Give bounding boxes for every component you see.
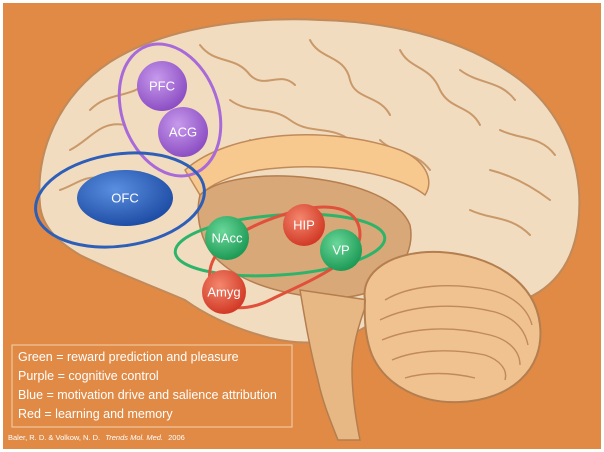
hip-node: HIP xyxy=(283,204,325,246)
citation: Baler, R. D. & Volkow, N. D. Trends Mol.… xyxy=(8,433,185,442)
vp-label: VP xyxy=(332,242,349,257)
nacc-node: NAcc xyxy=(205,216,249,260)
legend-reward: Green = reward prediction and pleasure xyxy=(18,350,239,364)
acg-node: ACG xyxy=(158,107,208,157)
pfc-node: PFC xyxy=(137,61,187,111)
legend-learning: Red = learning and memory xyxy=(18,407,173,421)
nacc-label: NAcc xyxy=(211,230,243,245)
pfc-label: PFC xyxy=(149,78,175,93)
ofc-label: OFC xyxy=(111,190,138,205)
citation-journal: Trends Mol. Med. xyxy=(105,433,163,442)
amyg-label: Amyg xyxy=(207,284,240,299)
legend-motivation: Blue = motivation drive and salience att… xyxy=(18,388,277,402)
ofc-node: OFC xyxy=(77,170,173,226)
citation-authors: Baler, R. D. & Volkow, N. D. xyxy=(8,433,100,442)
citation-year: 2006 xyxy=(168,433,185,442)
amyg-node: Amyg xyxy=(202,270,246,314)
hip-label: HIP xyxy=(293,217,315,232)
acg-label: ACG xyxy=(169,124,197,139)
legend-control: Purple = cognitive control xyxy=(18,369,159,383)
vp-node: VP xyxy=(320,229,362,271)
